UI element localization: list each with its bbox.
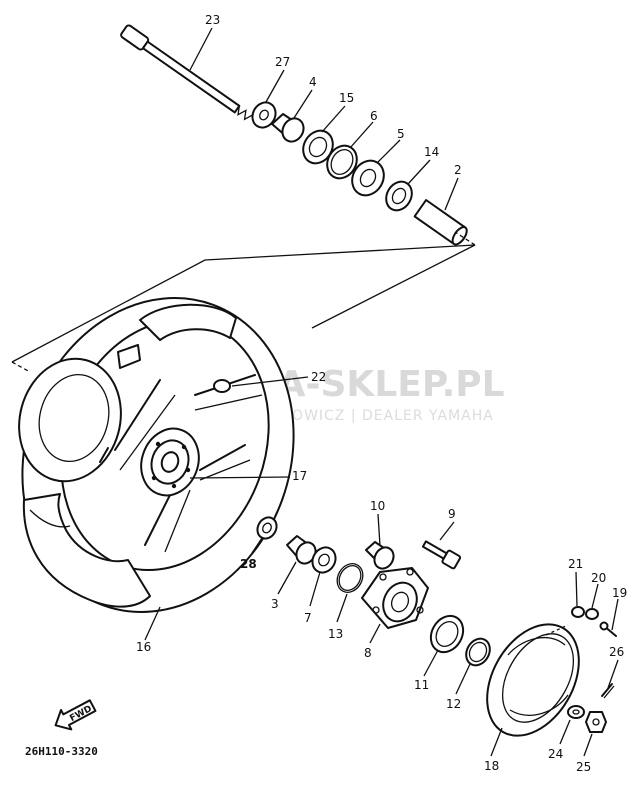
part-axle-23 bbox=[120, 24, 253, 121]
callout-8: 8 bbox=[364, 646, 372, 660]
wheel-hub bbox=[140, 427, 200, 497]
callout-14: 14 bbox=[424, 145, 439, 159]
part-balance-weight-22 bbox=[213, 379, 231, 393]
assembly-guide-lines bbox=[11, 231, 476, 373]
callout-19: 19 bbox=[612, 586, 627, 600]
callout-7: 7 bbox=[304, 611, 312, 625]
callout-15: 15 bbox=[339, 91, 354, 105]
diagram-code: 26H110-3320 bbox=[25, 745, 98, 758]
part-small-parts-19-21 bbox=[571, 606, 617, 637]
callout-5: 5 bbox=[397, 127, 405, 141]
callout-10: 10 bbox=[370, 499, 385, 513]
callout-23: 23 bbox=[205, 13, 220, 27]
part-bearing-7 bbox=[311, 546, 337, 574]
part-o-ring-13 bbox=[336, 563, 364, 593]
callout-24: 24 bbox=[548, 747, 563, 761]
part-sprocket-hub-8 bbox=[361, 567, 429, 629]
part-spacer-4 bbox=[271, 113, 305, 143]
part-collar-10 bbox=[365, 541, 395, 570]
callout-4: 4 bbox=[309, 75, 317, 89]
part-oil-seal-14 bbox=[385, 180, 413, 212]
part-brake-panel-18 bbox=[486, 623, 580, 737]
part-circlip-6 bbox=[326, 144, 358, 180]
part-collar-27 bbox=[251, 101, 277, 129]
callout-28: 28 bbox=[240, 557, 257, 571]
part-collar-28 bbox=[256, 516, 278, 540]
part-bearing-5 bbox=[351, 159, 385, 197]
callout-20: 20 bbox=[591, 571, 606, 585]
callout-9: 9 bbox=[448, 507, 456, 521]
callout-6: 6 bbox=[370, 109, 378, 123]
callout-13: 13 bbox=[328, 627, 343, 641]
part-oil-seal-11 bbox=[429, 614, 465, 654]
callout-27: 27 bbox=[275, 55, 290, 69]
part-cotter-pin-26 bbox=[601, 683, 615, 699]
callout-3: 3 bbox=[271, 597, 279, 611]
callout-2: 2 bbox=[454, 163, 462, 177]
callout-18: 18 bbox=[484, 759, 499, 773]
part-nut-25 bbox=[585, 711, 607, 733]
fwd-arrow-icon: FWD bbox=[54, 699, 97, 731]
part-spacer-3 bbox=[286, 535, 317, 565]
leader-lines bbox=[144, 27, 619, 757]
callout-22: 22 bbox=[311, 370, 326, 384]
part-washer-24 bbox=[567, 705, 585, 719]
part-circlip-12 bbox=[465, 637, 491, 667]
part-bolt-9 bbox=[421, 540, 462, 570]
part-wheel-tire-16 bbox=[18, 297, 295, 613]
callout-21: 21 bbox=[568, 557, 583, 571]
callout-26: 26 bbox=[609, 645, 624, 659]
callout-12: 12 bbox=[446, 697, 461, 711]
callout-labels: 23 27 4 15 6 5 14 2 22 17 16 10 9 28 3 7… bbox=[136, 13, 627, 774]
callout-25: 25 bbox=[576, 760, 591, 774]
callout-17: 17 bbox=[292, 469, 307, 483]
callout-11: 11 bbox=[414, 678, 429, 692]
callout-16: 16 bbox=[136, 640, 151, 654]
part-spacer-2 bbox=[413, 199, 468, 246]
